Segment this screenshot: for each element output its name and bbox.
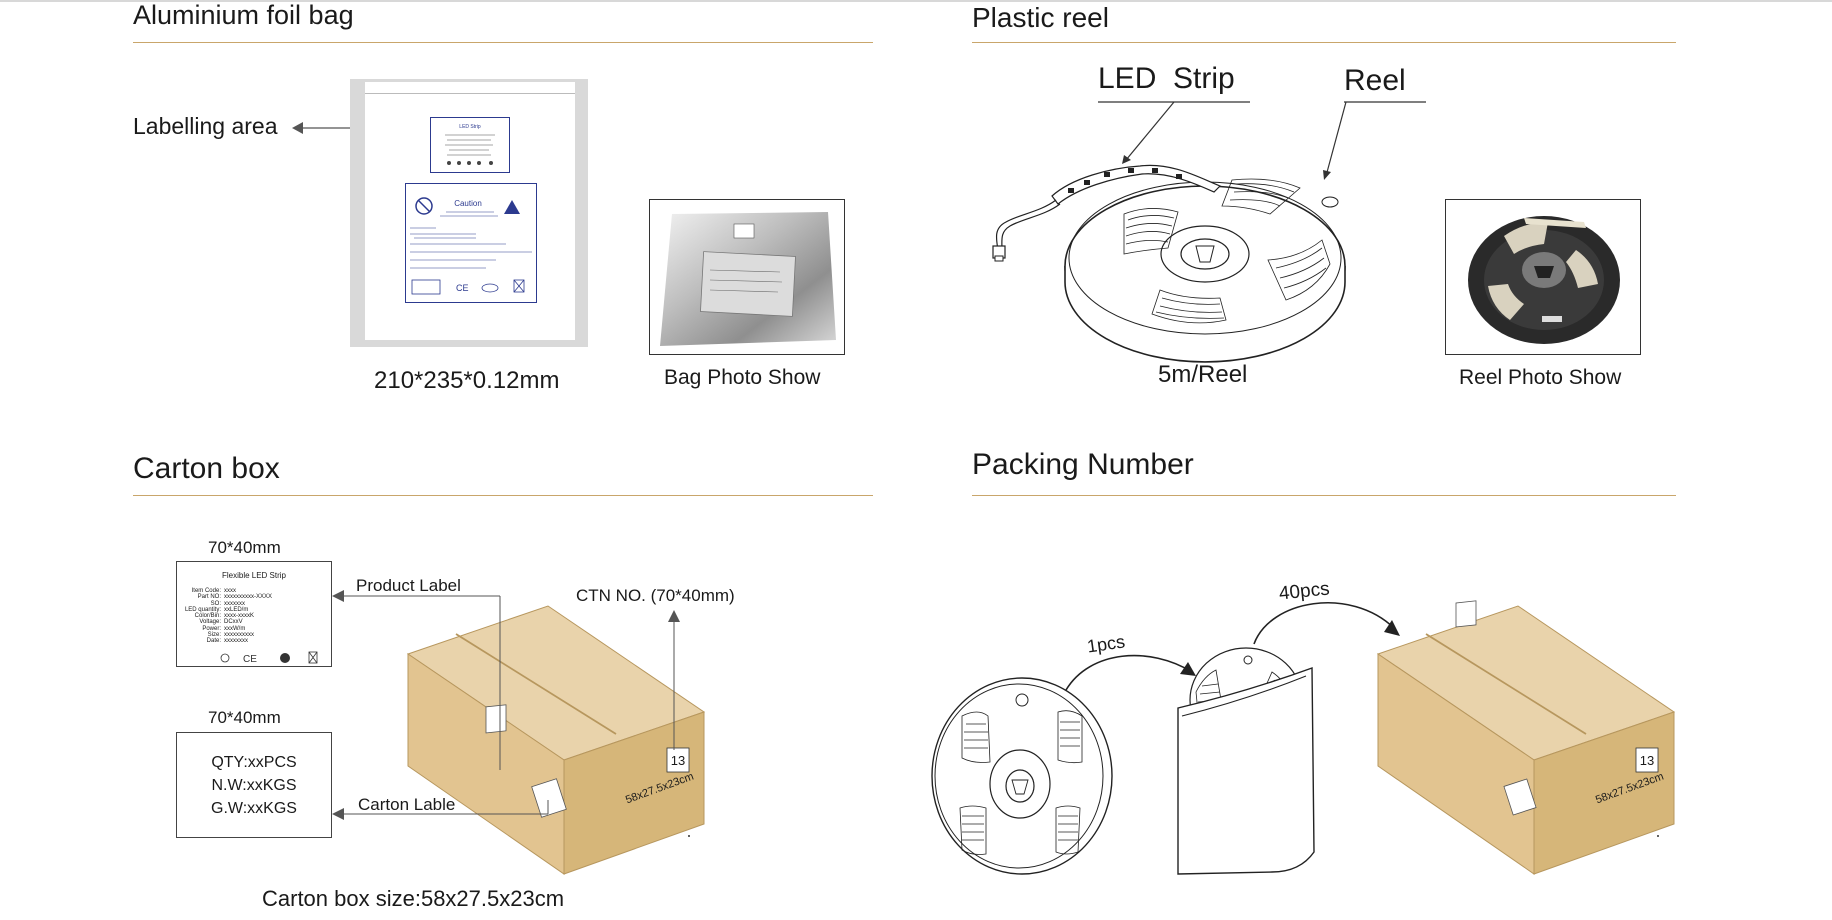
top-divider: [0, 0, 1832, 2]
product-label-key: LED quantity:: [184, 606, 221, 613]
product-label-value: xxxx-xxxxK: [224, 613, 254, 620]
section-rule-carton-box: [133, 495, 873, 496]
product-label-value: xxLED/m: [224, 606, 249, 613]
product-label-key: Part NO:: [197, 594, 221, 601]
section-title-foil-bag: Aluminium foil bag: [133, 0, 354, 30]
product-label-key: SO:: [210, 600, 221, 607]
product-label-value: DCxxV: [224, 619, 243, 626]
qty-label-card: QTY:xxPCS N.W:xxKGS G.W:xxKGS: [176, 732, 332, 838]
svg-text:Caution: Caution: [454, 199, 482, 208]
led-strip-label: LED Strip: [1098, 62, 1235, 95]
label1-size: 70*40mm: [208, 538, 281, 557]
product-label-row: Part NO:xxxxxxxxxx-XXXX: [177, 594, 331, 600]
product-label-key: Item Code:: [191, 588, 221, 594]
product-label-key: Voltage:: [199, 619, 221, 626]
product-label-row: Size:xxxxxxxxxx: [177, 632, 331, 638]
section-title-plastic-reel: Plastic reel: [972, 2, 1109, 33]
product-label-value: xxxxxxx: [224, 600, 245, 607]
labelling-area-label: Labelling area: [133, 113, 278, 139]
bag-photo: [649, 199, 845, 355]
reel-length: 5m/Reel: [1158, 361, 1248, 388]
product-label-callout: Product Label: [356, 576, 461, 595]
ctn-no-callout: CTN NO. (70*40mm): [576, 586, 735, 605]
section-rule-plastic-reel: [972, 42, 1676, 43]
section-title-packing-number: Packing Number: [972, 448, 1194, 481]
product-label-key: Color/Bin:: [194, 613, 221, 620]
product-label-key: Size:: [207, 632, 221, 639]
foil-bag-size: 210*235*0.12mm: [374, 367, 560, 394]
bag-caution-label: Caution CE: [405, 183, 537, 303]
section-title-carton-box: Carton box: [133, 452, 280, 485]
bag-photo-caption: Bag Photo Show: [664, 366, 821, 389]
product-label-row: LED quantity:xxLED/m: [177, 607, 331, 613]
carton-lable-callout: Carton Lable: [358, 795, 456, 814]
label2-size: 70*40mm: [208, 708, 281, 727]
product-label-value: xxxxxxxxxx: [224, 632, 254, 639]
product-label-row: Voltage:DCxxV: [177, 619, 331, 625]
qty-line: QTY:xxPCS: [211, 754, 297, 771]
foil-bag-drawing: LED Strip Caution CE: [350, 79, 588, 347]
product-label-value: xxxx: [224, 588, 236, 594]
product-label-value: xxxxxxxxxx-XXXX: [224, 594, 273, 601]
bag-label-small: LED Strip: [430, 117, 510, 173]
product-label-row: Color/Bin:xxxx-xxxxK: [177, 613, 331, 619]
section-rule-foil-bag: [133, 42, 873, 43]
product-label-heading: Flexible LED Strip: [221, 571, 287, 580]
carton-box-number: 13: [670, 753, 686, 768]
product-label-value: xxxW/m: [224, 625, 246, 632]
reel-label: Reel: [1344, 64, 1406, 97]
svg-text:CE: CE: [243, 654, 257, 665]
product-label-key: Power:: [202, 625, 221, 632]
carton-box-size: Carton box size:58x27.5x23cm: [262, 886, 565, 911]
svg-text:LED Strip: LED Strip: [459, 124, 481, 130]
product-label-row: Power:xxxW/m: [177, 626, 331, 632]
reel-photo: [1445, 199, 1641, 355]
product-label-value: xxxxxxxx: [224, 638, 248, 645]
product-label-row: Date:xxxxxxxx: [177, 638, 331, 644]
gross-weight-line: G.W:xxKGS: [211, 800, 297, 817]
net-weight-line: N.W:xxKGS: [211, 777, 297, 794]
section-rule-packing-number: [972, 495, 1676, 496]
product-label-row: Item Code:xxxx: [177, 588, 331, 594]
packing-box-number: 13: [1639, 753, 1655, 768]
product-label-key: Date:: [206, 638, 221, 645]
svg-text:CE: CE: [456, 283, 469, 293]
product-label-row: SO:xxxxxxx: [177, 601, 331, 607]
reel-photo-caption: Reel Photo Show: [1459, 366, 1622, 389]
